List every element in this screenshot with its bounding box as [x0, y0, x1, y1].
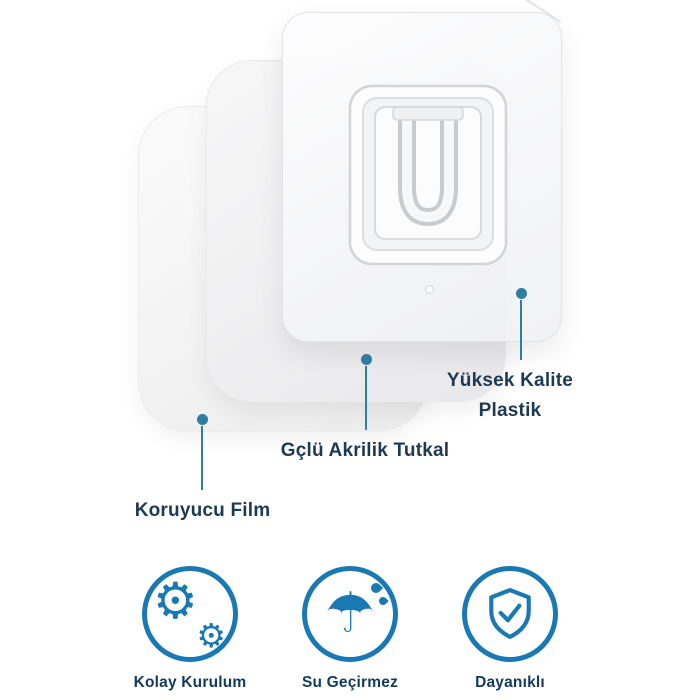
callout-label-film: Koruyucu Film — [134, 500, 271, 521]
peel-corner-line — [511, 0, 561, 23]
callout-dot — [516, 288, 527, 299]
callout-label-adhesive: Gçlü Akrilik Tutkal — [280, 440, 450, 461]
callout-dot — [361, 354, 372, 365]
gear-big-glyph: ⚙ — [153, 572, 198, 630]
feature-easy-install: ⚙ ⚙ Kolay Kurulum — [110, 566, 270, 692]
feature-circle: ⚙ ⚙ — [142, 566, 238, 662]
feature-label-easy-install: Kolay Kurulum — [133, 674, 247, 691]
hook-buckle — [348, 84, 508, 266]
gear-small-glyph: ⚙ — [196, 616, 226, 655]
feature-circle — [462, 566, 558, 662]
feature-waterproof: ☂ Su Geçirmez — [270, 566, 430, 692]
feature-durable: Dayanıklı — [430, 566, 590, 692]
callout-line — [365, 366, 367, 430]
hook-pinhole — [425, 285, 434, 294]
water-drop-icon — [377, 595, 389, 607]
callout-line — [201, 426, 203, 490]
feature-label-waterproof: Su Geçirmez — [301, 674, 399, 691]
callout-line — [520, 300, 522, 360]
umbrella-icon: ☂ — [317, 580, 389, 647]
callout-dot — [197, 414, 208, 425]
callout-label-plastic: Yüksek Kalite Plastik — [446, 370, 574, 422]
gears-icon: ⚙ ⚙ — [153, 576, 226, 652]
clear-plastic-layer — [282, 0, 562, 342]
umbrella-glyph: ☂ — [324, 581, 376, 646]
feature-badges-row: ⚙ ⚙ Kolay Kurulum ☂ Su Geçirmez — [110, 566, 590, 692]
feature-circle: ☂ — [302, 566, 398, 662]
feature-label-durable: Dayanıklı — [475, 674, 545, 691]
shield-check-icon — [489, 588, 531, 639]
